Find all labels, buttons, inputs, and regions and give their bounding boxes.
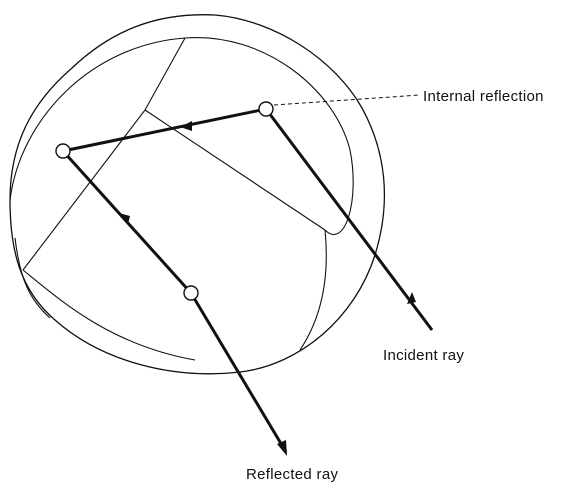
corner-cube-outline	[9, 14, 386, 375]
reflection-point-1	[258, 101, 274, 117]
cube-edge-left	[22, 109, 146, 271]
front-face-outline	[9, 37, 354, 236]
reflection-point-2	[55, 143, 71, 159]
cube-edge-top	[144, 37, 186, 111]
right-face-curve	[299, 229, 327, 351]
internal-reflection-leader	[273, 94, 421, 106]
incident-ray-line	[264, 108, 434, 331]
reflected-ray-arrow-1	[119, 213, 130, 224]
reflection-point-3	[183, 285, 199, 301]
internal-ray-arrow	[180, 121, 192, 131]
reflected-ray-arrow-2	[277, 440, 287, 456]
cube-edge-right	[144, 109, 326, 231]
reflected-ray-exit-line	[189, 292, 288, 453]
incident-ray-arrow	[407, 292, 416, 304]
internal-ray-line	[62, 107, 267, 153]
incident-ray-label: Incident ray	[383, 347, 464, 364]
bottom-face-curve	[22, 269, 196, 361]
reflected-ray-label: Reflected ray	[246, 466, 338, 483]
internal-reflection-label: Internal reflection	[423, 88, 544, 105]
lower-face-curve	[14, 237, 51, 319]
